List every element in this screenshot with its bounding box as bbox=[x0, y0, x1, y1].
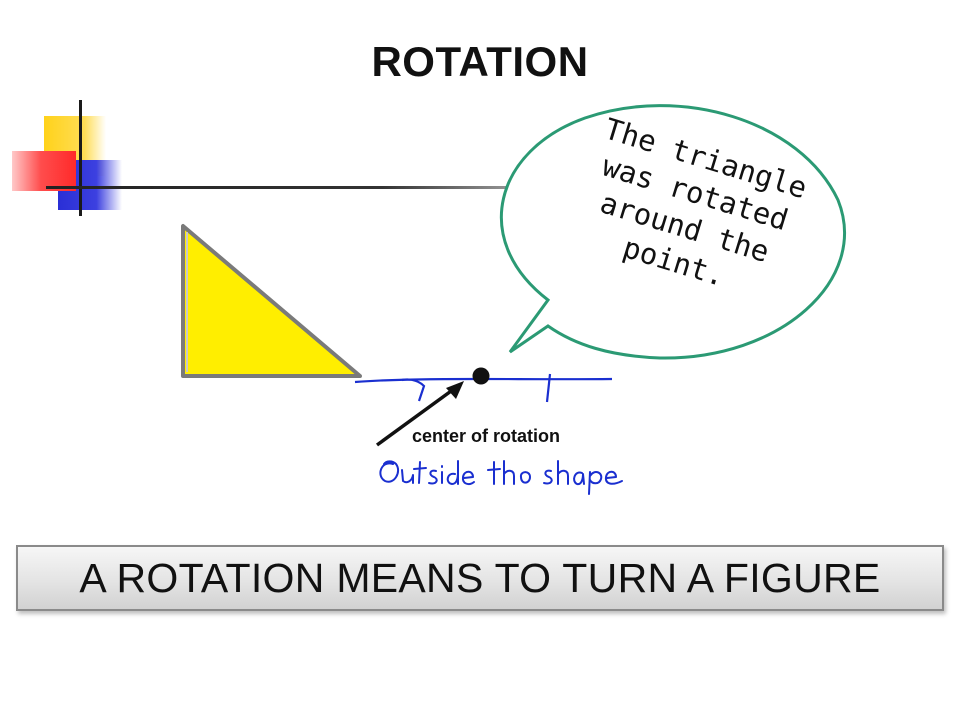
handwritten-note bbox=[379, 460, 623, 495]
pointer-arrowhead bbox=[446, 381, 464, 399]
handwritten-tick-right bbox=[545, 373, 552, 403]
pointer-arrow bbox=[375, 384, 460, 447]
deco-vertical-line bbox=[79, 100, 82, 216]
deco-horizontal-line bbox=[46, 186, 606, 189]
definition-banner: A ROTATION MEANS TO TURN A FIGURE bbox=[16, 545, 944, 611]
triangle-shape bbox=[181, 224, 362, 378]
center-point bbox=[472, 367, 490, 385]
slide-title: ROTATION bbox=[371, 38, 589, 85]
definition-text: A ROTATION MEANS TO TURN A FIGURE bbox=[79, 554, 881, 601]
center-of-rotation-label: center of rotation bbox=[412, 426, 561, 446]
handwritten-tick-left bbox=[401, 378, 426, 402]
deco-red-square bbox=[12, 151, 76, 191]
speech-bubble bbox=[499, 104, 846, 360]
